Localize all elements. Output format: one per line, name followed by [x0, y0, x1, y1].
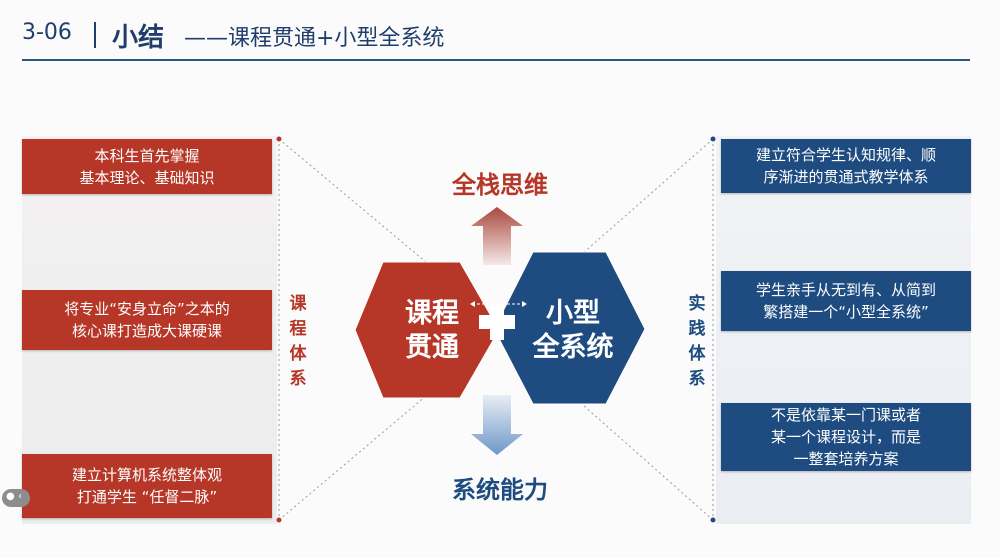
- slide-header: 3-06 小结 ——课程贯通+小型全系统: [0, 0, 1000, 70]
- slide-title: 小结: [112, 23, 165, 53]
- hexagon-left-label: 课程 贯通: [405, 298, 459, 363]
- full-stack-thinking-label: 全栈思维: [452, 171, 548, 199]
- curriculum-box-3: 建立计算机系统整体观 打通学生 “任督二脉”: [22, 454, 272, 518]
- chat-icon: ●: [6, 491, 15, 502]
- chevron-left-icon: ‹: [18, 491, 22, 502]
- chat-toggle-button[interactable]: ● ‹: [2, 489, 30, 507]
- plus-icon: [479, 304, 515, 340]
- practice-system-label: 实践体系: [688, 294, 706, 389]
- slide-subtitle: ——课程贯通+小型全系统: [184, 26, 445, 51]
- curriculum-system-label: 课程体系: [289, 294, 307, 389]
- hexagon-right-label: 小型 全系统: [532, 298, 614, 363]
- header-rule: [22, 59, 970, 61]
- slide-number: 3-06: [22, 20, 72, 45]
- practice-box-3: 不是依靠某一门课或者 某一个课程设计，而是 一整套培养方案: [721, 403, 971, 471]
- practice-box-2: 学生亲手从无到有、从简到 繁搭建一个“小型全系统”: [721, 271, 971, 331]
- curriculum-box-1: 本科生首先掌握 基本理论、基础知识: [22, 139, 272, 194]
- practice-box-1: 建立符合学生认知规律、顺 序渐进的贯通式教学体系: [721, 139, 971, 193]
- system-ability-label: 系统能力: [452, 476, 548, 504]
- title-divider: [94, 22, 96, 48]
- hexagon-left: [354, 261, 500, 399]
- down-arrow-icon: [471, 395, 523, 455]
- up-arrow-icon: [471, 207, 523, 265]
- curriculum-box-2: 将专业“安身立命”之本的 核心课打造成大课硬课: [22, 290, 272, 350]
